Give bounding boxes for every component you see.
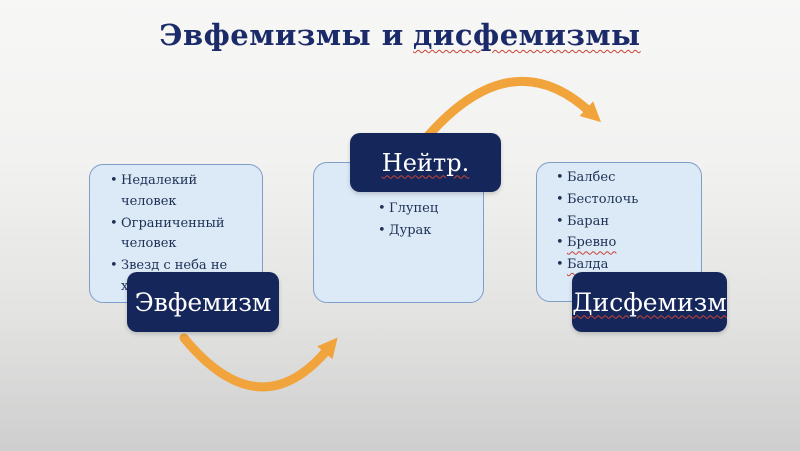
- neutral-list: Глупец Дурак: [314, 163, 483, 242]
- label-neutral: Нейтр.: [350, 133, 501, 192]
- label-dysphemism: Дисфемизм: [572, 272, 727, 332]
- curved-arrow-top: [422, 76, 602, 142]
- label-dysphemism-text: Дисфемизм: [572, 287, 727, 317]
- label-euphemism-text: Эвфемизм: [134, 287, 272, 317]
- list-item: Недалекий человек: [110, 171, 252, 213]
- list-item: Ограниченный человек: [110, 214, 252, 256]
- list-item: Дурак: [378, 221, 475, 242]
- list-item-text: Бревно: [567, 235, 617, 251]
- list-item: Балда: [556, 255, 693, 276]
- list-item: Бестолочь: [556, 190, 693, 211]
- slide-title-text: Эвфемизмы и: [159, 18, 404, 52]
- list-item: Балбес: [556, 168, 693, 189]
- slide-title-text-underlined: дисфемизмы: [413, 18, 641, 52]
- list-item: Баран: [556, 212, 693, 233]
- label-neutral-text: Нейтр.: [381, 148, 470, 177]
- label-euphemism: Эвфемизм: [127, 272, 279, 332]
- list-item: Глупец: [378, 199, 475, 220]
- list-item-text: Балда: [567, 257, 609, 273]
- curved-arrow-bottom: [179, 333, 338, 392]
- dysphemism-list: Балбес Бестолочь Баран Бревно Балда: [537, 163, 701, 276]
- slide-title: Эвфемизмы и дисфемизмы: [0, 18, 800, 52]
- list-item: Бревно: [556, 233, 693, 254]
